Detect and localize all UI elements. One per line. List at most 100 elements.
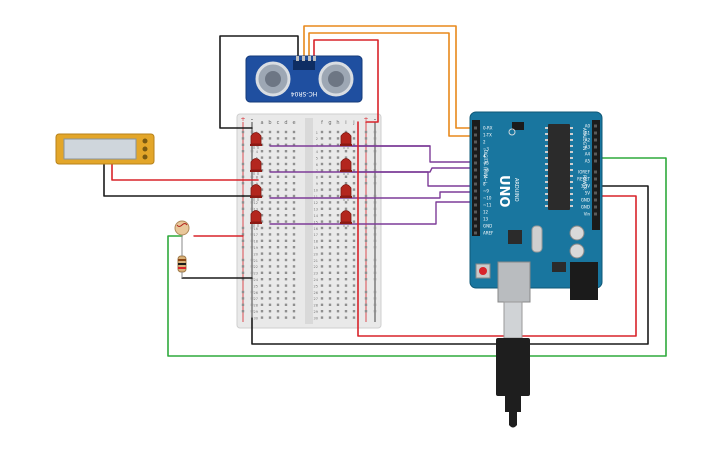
row-label: 30 bbox=[254, 316, 258, 320]
led[interactable] bbox=[340, 184, 352, 202]
analog-pin-label: A1 bbox=[585, 131, 591, 136]
rail-minus-label-right: - bbox=[374, 116, 376, 123]
wire-purple-3 bbox=[269, 191, 471, 199]
wire-black-ground bbox=[251, 185, 649, 345]
leds[interactable] bbox=[250, 132, 352, 228]
power-header-label: POWER bbox=[582, 175, 587, 190]
row-label: 19 bbox=[254, 246, 258, 250]
row-label: 25 bbox=[314, 284, 318, 288]
column-label: e bbox=[292, 120, 295, 126]
row-label: 15 bbox=[314, 220, 318, 224]
row-label: 17 bbox=[254, 233, 258, 237]
wire-purple-4 bbox=[269, 201, 471, 225]
row-label: 4 bbox=[256, 150, 259, 154]
breadboard-holes bbox=[241, 130, 377, 319]
arduino-model-label: UNO bbox=[496, 175, 511, 208]
row-label: 20 bbox=[314, 252, 318, 256]
wire-red-power bbox=[357, 121, 637, 337]
column-label: c bbox=[277, 120, 280, 126]
row-label: 6 bbox=[316, 163, 318, 167]
analog-pin-label: A5 bbox=[585, 159, 591, 164]
led[interactable] bbox=[250, 158, 262, 176]
chip-pins bbox=[545, 127, 573, 207]
led[interactable] bbox=[340, 158, 352, 176]
column-label: d bbox=[284, 120, 287, 126]
row-label: 26 bbox=[314, 291, 318, 295]
column-label: g bbox=[328, 120, 331, 126]
power-pin-label: 3.3V bbox=[581, 184, 590, 189]
digital-pin-label: 1-TX bbox=[483, 133, 492, 138]
row-label: 20 bbox=[254, 252, 258, 256]
power-pin-label: GND bbox=[581, 205, 590, 210]
row-label: 17 bbox=[314, 233, 318, 237]
wire-red-lcd bbox=[111, 161, 259, 181]
digital-pin-label: 2 bbox=[483, 140, 486, 145]
row-label: 18 bbox=[254, 240, 258, 244]
wire-black-lcd bbox=[103, 161, 259, 197]
digital-pin-label: 13 bbox=[483, 217, 489, 222]
rail-minus-label: - bbox=[251, 116, 253, 123]
row-label: 28 bbox=[314, 304, 318, 308]
usb-cable[interactable] bbox=[496, 301, 530, 428]
led[interactable] bbox=[250, 210, 262, 228]
sensor-pins bbox=[296, 56, 316, 61]
row-label: 24 bbox=[254, 278, 259, 282]
row-label: 10 bbox=[314, 188, 318, 192]
digital-pin-label: 8 bbox=[483, 182, 486, 187]
row-label: 8 bbox=[256, 176, 258, 180]
row-label: 22 bbox=[314, 265, 318, 269]
row-label: 28 bbox=[254, 304, 258, 308]
wire-orange-trig bbox=[303, 25, 471, 129]
row-label: 8 bbox=[316, 176, 318, 180]
column-label: j bbox=[352, 120, 354, 126]
column-label: i bbox=[345, 120, 346, 126]
led[interactable] bbox=[340, 132, 352, 150]
row-label: 29 bbox=[254, 310, 258, 314]
row-label: 11 bbox=[314, 195, 318, 199]
row-label: 16 bbox=[314, 227, 318, 231]
row-label: 25 bbox=[254, 284, 258, 288]
resistor[interactable] bbox=[177, 250, 187, 278]
row-label: 27 bbox=[254, 297, 258, 301]
row-label: 5 bbox=[316, 156, 318, 160]
row-label: 16 bbox=[254, 227, 258, 231]
arduino-uno[interactable]: UNO ARDUINO DIGITAL (PWM~) POWER ANALOG … bbox=[469, 111, 603, 303]
lcd-module[interactable] bbox=[55, 133, 155, 165]
row-label: 13 bbox=[314, 208, 318, 212]
row-label: 18 bbox=[314, 240, 318, 244]
rail-plus-label-right: + bbox=[363, 116, 368, 123]
row-label: 24 bbox=[314, 278, 319, 282]
photoresistor[interactable] bbox=[174, 220, 190, 250]
led[interactable] bbox=[250, 184, 262, 202]
wire-red-sensor-vcc bbox=[313, 39, 379, 123]
row-label: 4 bbox=[316, 150, 319, 154]
ultrasonic-sensor[interactable]: HC-SR04 bbox=[245, 55, 363, 103]
wire-orange-echo bbox=[308, 32, 471, 137]
digital-pin-label: ~9 bbox=[483, 189, 489, 194]
column-label: h bbox=[336, 120, 339, 126]
digital-pin-label: 0-RX bbox=[483, 126, 493, 131]
digital-pin-label: ~3 bbox=[483, 147, 489, 152]
analog-header-label: ANALOG IN bbox=[582, 128, 587, 150]
row-label: 22 bbox=[254, 265, 258, 269]
wire-black-sensor-gnd bbox=[219, 35, 299, 129]
power-pin-label: 5V bbox=[585, 191, 591, 196]
row-label: 21 bbox=[314, 259, 318, 263]
power-pin-label: Vin bbox=[584, 212, 591, 217]
row-label: 21 bbox=[254, 259, 258, 263]
column-label: f bbox=[321, 120, 323, 126]
row-label: 14 bbox=[314, 214, 319, 218]
rail-plus-label: + bbox=[240, 116, 245, 123]
row-label: 30 bbox=[314, 316, 318, 320]
led[interactable] bbox=[340, 210, 352, 228]
digital-pin-label: ~6 bbox=[483, 168, 489, 173]
led[interactable] bbox=[250, 132, 262, 150]
row-label: 7 bbox=[316, 169, 318, 173]
analog-pin-label: A3 bbox=[585, 145, 591, 150]
digital-pin-label: ~11 bbox=[483, 203, 492, 208]
digital-pin-label: ~10 bbox=[483, 196, 492, 201]
digital-pin-label: 4 bbox=[483, 154, 486, 159]
